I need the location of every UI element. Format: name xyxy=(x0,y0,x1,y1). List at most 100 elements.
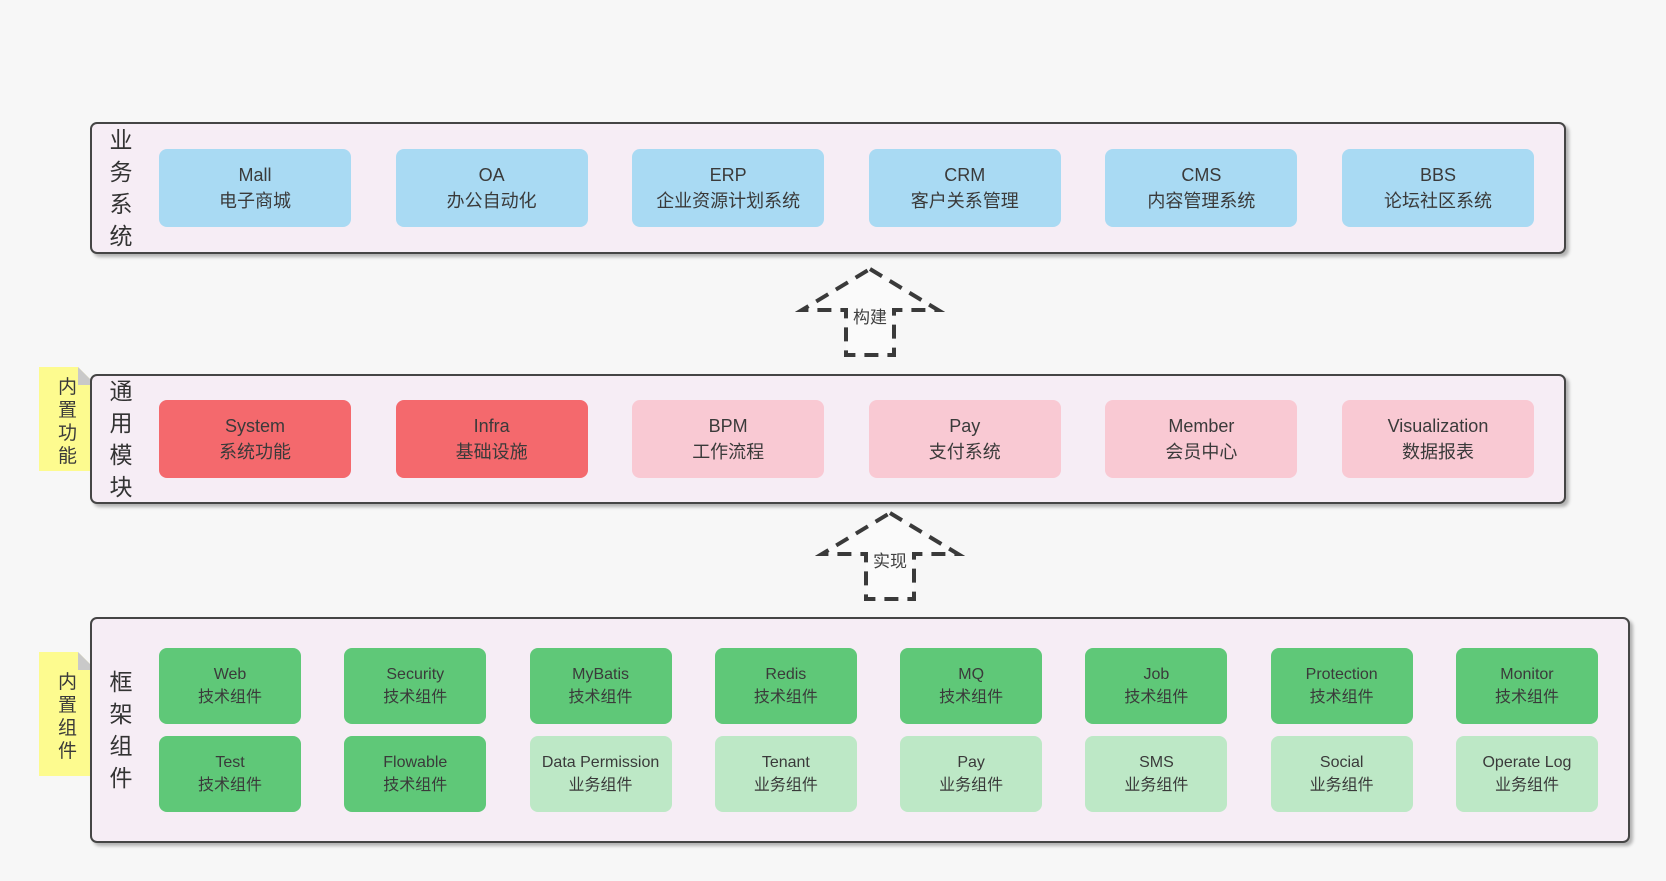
box-title: CRM xyxy=(944,165,986,185)
box-erp: ERP 企业资源计划系统 xyxy=(632,149,825,227)
arrow-build-label: 构建 xyxy=(848,302,892,329)
box-protection: Protection 技术组件 xyxy=(1270,648,1413,724)
box-subtitle: 技术组件 xyxy=(568,689,633,706)
box-subtitle: 支付系统 xyxy=(928,442,1001,462)
layer-business-systems: 业务系统 Mall 电子商城 OA 办公自动化 ERP 企业资源计划系统 CRM… xyxy=(90,122,1566,254)
box-title: Redis xyxy=(765,666,807,683)
box-security: Security 技术组件 xyxy=(344,648,487,724)
box-title: BPM xyxy=(708,416,748,436)
arrow-implement-label: 实现 xyxy=(868,546,912,573)
box-subtitle: 工作流程 xyxy=(692,442,765,462)
box-subtitle: 技术组件 xyxy=(197,689,262,706)
box-sms: SMS 业务组件 xyxy=(1085,736,1228,812)
box-subtitle: 技术组件 xyxy=(1124,689,1189,706)
box-title: BBS xyxy=(1419,165,1456,185)
box-title: OA xyxy=(478,165,505,185)
box-subtitle: 会员中心 xyxy=(1165,442,1238,462)
box-data-permission: Data Permission 业务组件 xyxy=(529,736,672,812)
sticky-note-text: 内置组件 xyxy=(57,672,77,762)
box-title: Data Permission xyxy=(541,754,660,771)
box-system: System 系统功能 xyxy=(159,400,351,478)
box-title: Member xyxy=(1168,416,1235,436)
box-oa: OA 办公自动化 xyxy=(395,149,588,227)
business-systems-row: Mall 电子商城 OA 办公自动化 ERP 企业资源计划系统 CRM 客户关系… xyxy=(135,149,1564,227)
sticky-note-builtin-components: 内置组件 xyxy=(39,652,96,776)
box-subtitle: 业务组件 xyxy=(1124,777,1189,794)
box-title: MyBatis xyxy=(572,666,630,683)
framework-components-grid: Web 技术组件 Security 技术组件 MyBatis 技术组件 Redi… xyxy=(135,648,1628,812)
box-infra: Infra 基础设施 xyxy=(395,400,588,478)
box-title: Pay xyxy=(957,754,985,771)
box-subtitle: 企业资源计划系统 xyxy=(656,191,801,211)
box-subtitle: 业务组件 xyxy=(568,777,633,794)
box-redis: Redis 技术组件 xyxy=(714,648,857,724)
box-subtitle: 业务组件 xyxy=(1494,777,1559,794)
box-social: Social 业务组件 xyxy=(1270,736,1413,812)
box-title: CMS xyxy=(1181,165,1222,185)
box-pay-biz: Pay 业务组件 xyxy=(900,736,1043,812)
box-subtitle: 电子商城 xyxy=(219,191,291,211)
box-mall: Mall 电子商城 xyxy=(159,149,351,227)
box-title: SMS xyxy=(1139,754,1174,771)
box-title: Mall xyxy=(238,165,272,185)
box-title: ERP xyxy=(709,165,747,185)
box-subtitle: 技术组件 xyxy=(939,689,1004,706)
box-member: Member 会员中心 xyxy=(1105,400,1298,478)
arrow-build: 构建 xyxy=(795,266,945,358)
box-subtitle: 技术组件 xyxy=(753,689,818,706)
box-title: Job xyxy=(1143,666,1170,683)
box-title: Tenant xyxy=(761,754,810,771)
arrow-implement: 实现 xyxy=(815,510,965,602)
layer-label-framework-components: 框架组件 xyxy=(109,669,133,791)
box-web: Web 技术组件 xyxy=(159,648,301,724)
box-crm: CRM 客户关系管理 xyxy=(868,149,1061,227)
box-subtitle: 业务组件 xyxy=(753,777,818,794)
box-test: Test 技术组件 xyxy=(159,736,301,812)
sticky-note-text: 内置功能 xyxy=(57,377,77,467)
box-subtitle: 技术组件 xyxy=(197,777,262,794)
box-title: Security xyxy=(386,666,445,683)
layer-common-modules: 通用模块 System 系统功能 Infra 基础设施 BPM 工作流程 Pay… xyxy=(90,374,1566,504)
box-mybatis: MyBatis 技术组件 xyxy=(529,648,672,724)
box-subtitle: 技术组件 xyxy=(383,689,448,706)
box-subtitle: 技术组件 xyxy=(383,777,448,794)
box-subtitle: 技术组件 xyxy=(1309,689,1374,706)
box-job: Job 技术组件 xyxy=(1085,648,1228,724)
sticky-note-builtin-features: 内置功能 xyxy=(39,367,96,471)
box-subtitle: 数据报表 xyxy=(1401,442,1474,462)
box-title: Test xyxy=(215,754,245,771)
box-title: MQ xyxy=(958,666,985,683)
box-title: Infra xyxy=(473,416,510,436)
box-bbs: BBS 论坛社区系统 xyxy=(1341,149,1534,227)
box-title: System xyxy=(224,416,285,436)
box-flowable: Flowable 技术组件 xyxy=(344,736,487,812)
layer-framework-components: 框架组件 Web 技术组件 Security 技术组件 MyBatis 技术组件… xyxy=(90,617,1630,843)
box-tenant: Tenant 业务组件 xyxy=(714,736,857,812)
common-modules-row: System 系统功能 Infra 基础设施 BPM 工作流程 Pay 支付系统… xyxy=(135,400,1564,478)
box-title: Pay xyxy=(949,416,981,436)
layer-label-business-systems: 业务系统 xyxy=(109,127,133,249)
box-pay: Pay 支付系统 xyxy=(868,400,1061,478)
box-operate-log: Operate Log 业务组件 xyxy=(1455,736,1598,812)
box-title: Operate Log xyxy=(1482,754,1572,771)
box-title: Social xyxy=(1319,754,1364,771)
box-subtitle: 系统功能 xyxy=(219,442,291,462)
box-subtitle: 办公自动化 xyxy=(446,191,537,211)
box-subtitle: 技术组件 xyxy=(1494,689,1559,706)
box-subtitle: 客户关系管理 xyxy=(910,191,1019,211)
box-visualization: Visualization 数据报表 xyxy=(1341,400,1534,478)
box-bpm: BPM 工作流程 xyxy=(632,400,825,478)
box-subtitle: 基础设施 xyxy=(455,442,528,462)
box-monitor: Monitor 技术组件 xyxy=(1455,648,1598,724)
box-title: Web xyxy=(213,666,247,683)
box-subtitle: 内容管理系统 xyxy=(1147,191,1256,211)
box-title: Visualization xyxy=(1387,416,1489,436)
layer-label-common-modules: 通用模块 xyxy=(109,378,133,500)
box-title: Protection xyxy=(1305,666,1378,683)
box-subtitle: 业务组件 xyxy=(1309,777,1374,794)
box-title: Monitor xyxy=(1500,666,1554,683)
box-subtitle: 论坛社区系统 xyxy=(1383,191,1492,211)
box-subtitle: 业务组件 xyxy=(939,777,1004,794)
box-cms: CMS 内容管理系统 xyxy=(1105,149,1298,227)
box-mq: MQ 技术组件 xyxy=(900,648,1043,724)
